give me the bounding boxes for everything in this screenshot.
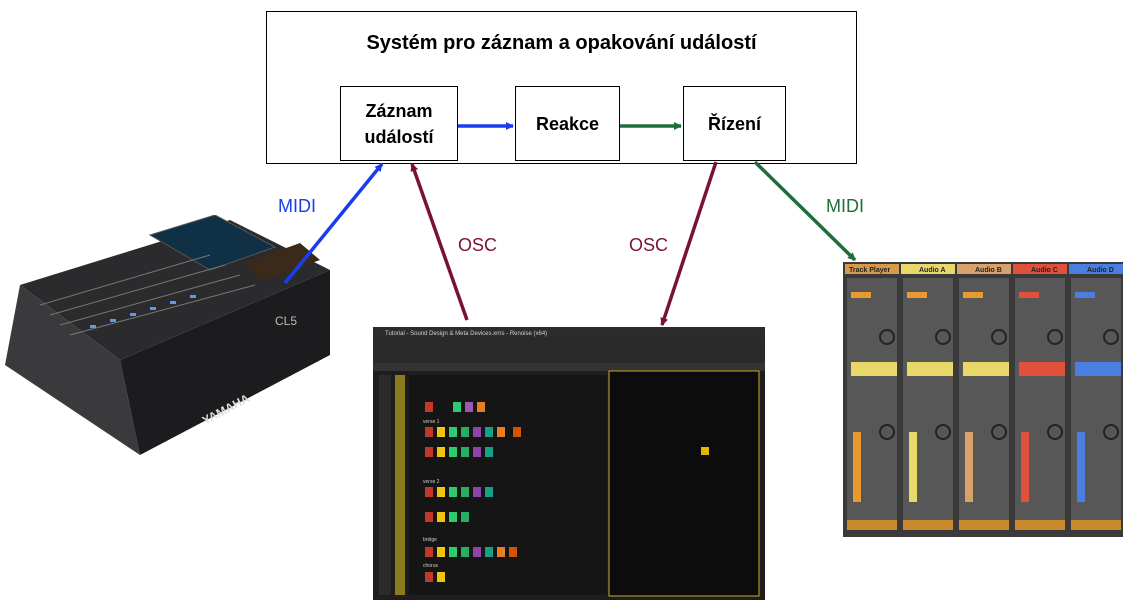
- strip-title-2: Audio A: [919, 267, 946, 274]
- label-midi-in: MIDI: [278, 196, 316, 216]
- daw-section-2: verse 2: [423, 479, 440, 485]
- arrow-midi-out: [753, 160, 857, 262]
- arrow-osc-out: [660, 161, 718, 326]
- channel-strips-image: Track Player Audio A Audio B Audio C Aud…: [843, 262, 1123, 537]
- daw-screenshot-image: Tutorial - Sound Design & Meta Devices.x…: [373, 327, 765, 600]
- arrow-midi-in: [283, 162, 384, 285]
- mixing-console-image: YAMAHA CL5: [5, 215, 330, 455]
- daw-section-3: bridge: [423, 537, 437, 543]
- label-midi-out: MIDI: [826, 196, 864, 216]
- daw-section-1: verse 1: [423, 419, 440, 425]
- strip-title-1: Track Player: [849, 267, 891, 274]
- strip-title-5: Audio D: [1087, 267, 1114, 274]
- mixer-model: CL5: [275, 314, 297, 328]
- control-node: Řízení: [683, 86, 786, 161]
- daw-section-4: chorus: [423, 563, 439, 569]
- label-osc-out: OSC: [629, 235, 669, 255]
- reaction-node: Reakce: [515, 86, 620, 161]
- reaction-label: Reakce: [535, 113, 600, 134]
- event-recording-label-1: Záznam: [365, 100, 433, 121]
- control-label: Řízení: [707, 113, 761, 134]
- strip-title-3: Audio B: [975, 267, 1002, 274]
- label-osc-in: OSC: [458, 235, 498, 255]
- daw-title: Tutorial - Sound Design & Meta Devices.x…: [385, 331, 547, 337]
- strip-title-4: Audio C: [1031, 267, 1058, 274]
- event-recording-label-2: událostí: [364, 126, 434, 147]
- arrow-osc-in: [410, 163, 469, 321]
- system-title: Systém pro záznam a opakování událostí: [366, 32, 757, 54]
- event-recording-node: Záznam událostí: [340, 86, 458, 161]
